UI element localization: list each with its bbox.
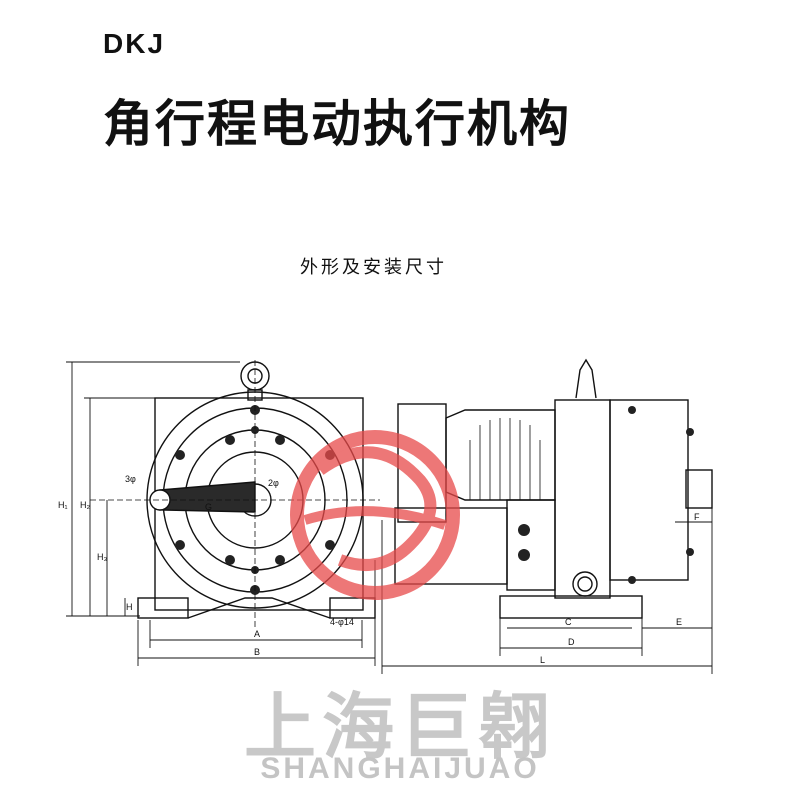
base-plate <box>499 595 643 619</box>
right-foot <box>329 597 376 619</box>
cable-gland <box>685 469 713 509</box>
position-indicator <box>572 571 598 597</box>
dim-e: E <box>676 617 682 627</box>
page-title: 角行程电动执行机构 <box>103 95 571 153</box>
watermark-brand-en: SHANGHAIJUAO <box>260 752 540 785</box>
dim-b: B <box>254 647 260 657</box>
terminal-box <box>506 499 556 591</box>
bellows-cover <box>445 409 556 501</box>
dim-h: H <box>126 602 133 612</box>
dim-h1: H₁ <box>58 500 68 510</box>
handwheel-stem <box>575 358 597 399</box>
lifting-eye <box>240 361 270 391</box>
dim-c: C <box>565 617 572 627</box>
watermark-brand-cn: 上海巨翱 <box>243 685 556 769</box>
drawing-caption: 外形及安装尺寸 <box>300 257 447 278</box>
dim-g: G <box>205 502 212 512</box>
dim-f: F <box>694 512 700 522</box>
dim-a: A <box>254 629 260 639</box>
model-code: DKJ <box>103 28 166 59</box>
dim-d: D <box>568 637 575 647</box>
gearbox-cover <box>609 399 689 581</box>
dim-2phi: 2φ <box>268 478 279 488</box>
dim-mounting-holes: 4-φ14 <box>330 617 354 627</box>
dim-3phi: 3φ <box>125 474 136 484</box>
brand-logo-watermark <box>290 430 460 600</box>
dim-h2: H₂ <box>80 500 90 510</box>
left-foot <box>137 597 189 619</box>
dim-l: L <box>540 655 545 665</box>
dim-h3: H₃ <box>97 552 107 562</box>
gearbox-housing <box>554 399 611 599</box>
